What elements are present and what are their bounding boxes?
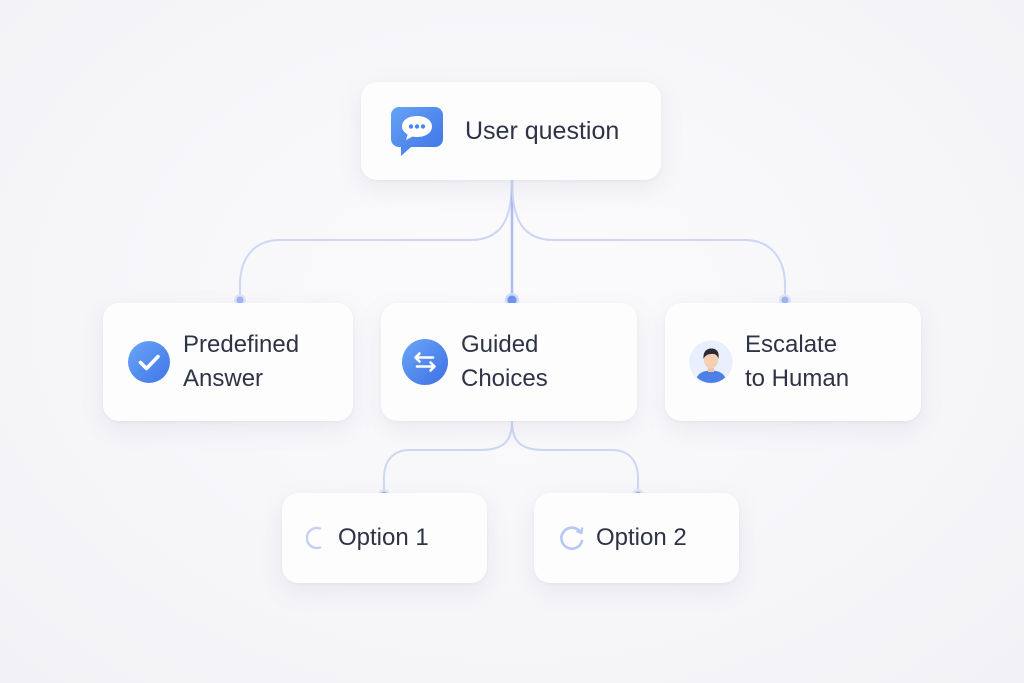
node-guided-choices[interactable]: Guided Choices [381,303,637,421]
node-label: Option 1 [338,524,429,551]
swap-arrows-icon [401,338,449,386]
node-option-1[interactable]: Option 1 [282,493,487,583]
node-label: Escalate to Human [745,331,850,392]
node-predefined-answer[interactable]: Predefined Answer [103,303,353,421]
node-escalate-to-human[interactable]: Escalate to Human [665,303,921,421]
connector-to-escalate [511,179,786,300]
node-user-question[interactable]: User question [361,82,661,180]
connector-to-predefined [239,179,513,300]
chat-bubble-icon [389,103,445,159]
loading-ring-icon [558,524,586,552]
checkmark-icon [127,340,171,384]
node-label: User question [465,117,620,145]
loading-ring-icon [306,525,328,551]
node-label: Predefined Answer [183,331,300,392]
node-option-2[interactable]: Option 2 [534,493,739,583]
node-label: Guided Choices [461,331,548,392]
node-label: Option 2 [596,524,687,551]
person-avatar-icon [689,340,733,384]
connector-to-option-2 [511,420,639,495]
connector-to-option-1 [383,420,513,495]
